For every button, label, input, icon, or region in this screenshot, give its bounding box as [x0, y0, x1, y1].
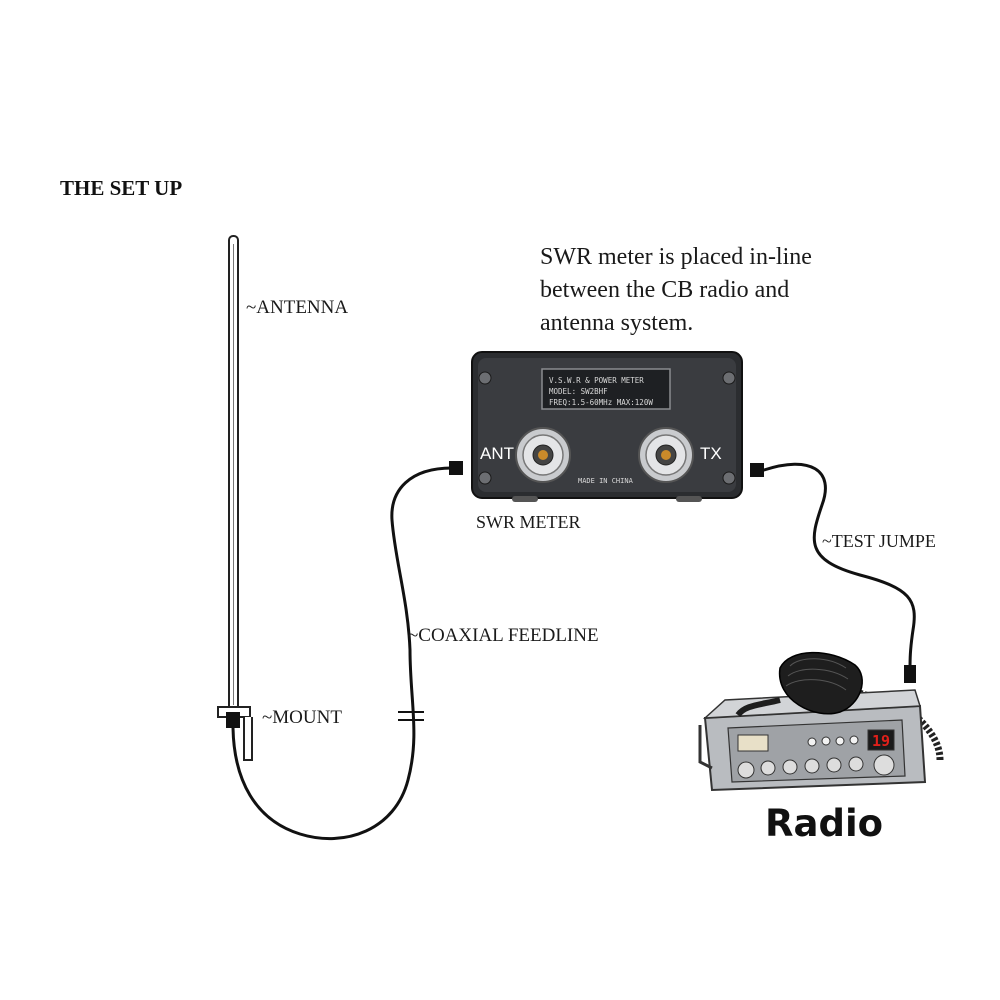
test-jumper-cable — [762, 462, 916, 672]
description-text: SWR meter is placed in-line between the … — [540, 244, 812, 336]
knob-icon — [737, 761, 755, 779]
antenna-mount — [217, 706, 253, 761]
meter-made-in: MADE IN CHINA — [578, 477, 634, 485]
meter-screen-line-1: V.S.W.R & POWER METER — [549, 376, 644, 385]
radio-label: Radio — [765, 802, 883, 845]
knob-icon — [848, 756, 864, 772]
swr-meter: V.S.W.R & POWER METER MODEL: SW2BHF FREQ… — [471, 351, 743, 502]
knob-icon — [760, 760, 776, 776]
radio-channel-display — [867, 729, 895, 751]
microphone — [735, 651, 863, 717]
radio-channel-number: 19 — [872, 732, 890, 750]
coax-label: ~COAXIAL FEEDLINE — [408, 625, 599, 646]
cb-radio: 19 — [698, 651, 944, 792]
coax-plug-ant — [449, 461, 463, 475]
knob-icon — [782, 759, 798, 775]
swr-meter-label: SWR METER — [476, 512, 581, 532]
meter-screen-line-3: FREQ:1.5-60MHz MAX:120W — [549, 398, 653, 407]
screw-icon — [722, 371, 736, 385]
screw-icon — [722, 471, 736, 485]
tx-connector — [638, 427, 694, 483]
coaxial-feedline-cable — [231, 466, 454, 841]
diagram-title: THE SET UP — [60, 176, 182, 200]
port-ant-label: ANT — [480, 444, 514, 463]
description-line-3: antenna system. — [540, 310, 693, 336]
description-line-1: SWR meter is placed in-line — [540, 244, 812, 270]
meter-screen — [541, 368, 671, 410]
port-tx-label: TX — [700, 444, 722, 463]
mount-label: ~MOUNT — [262, 707, 342, 728]
description-line-2: between the CB radio and — [540, 277, 789, 303]
screw-icon — [478, 471, 492, 485]
screw-icon — [478, 371, 492, 385]
knob-icon — [826, 757, 842, 773]
antenna-label: ~ANTENNA — [246, 297, 348, 318]
antenna — [228, 235, 239, 713]
jumper-plug-radio — [904, 665, 916, 683]
knob-icon — [804, 758, 820, 774]
radio-meter-window — [737, 734, 769, 752]
ant-connector — [515, 427, 571, 483]
meter-screen-line-2: MODEL: SW2BHF — [549, 387, 608, 396]
jumper-plug-tx — [750, 463, 764, 477]
test-jumper-label: ~TEST JUMPE — [822, 531, 936, 551]
knob-icon — [873, 754, 895, 776]
coax-connector-mark — [398, 711, 424, 721]
